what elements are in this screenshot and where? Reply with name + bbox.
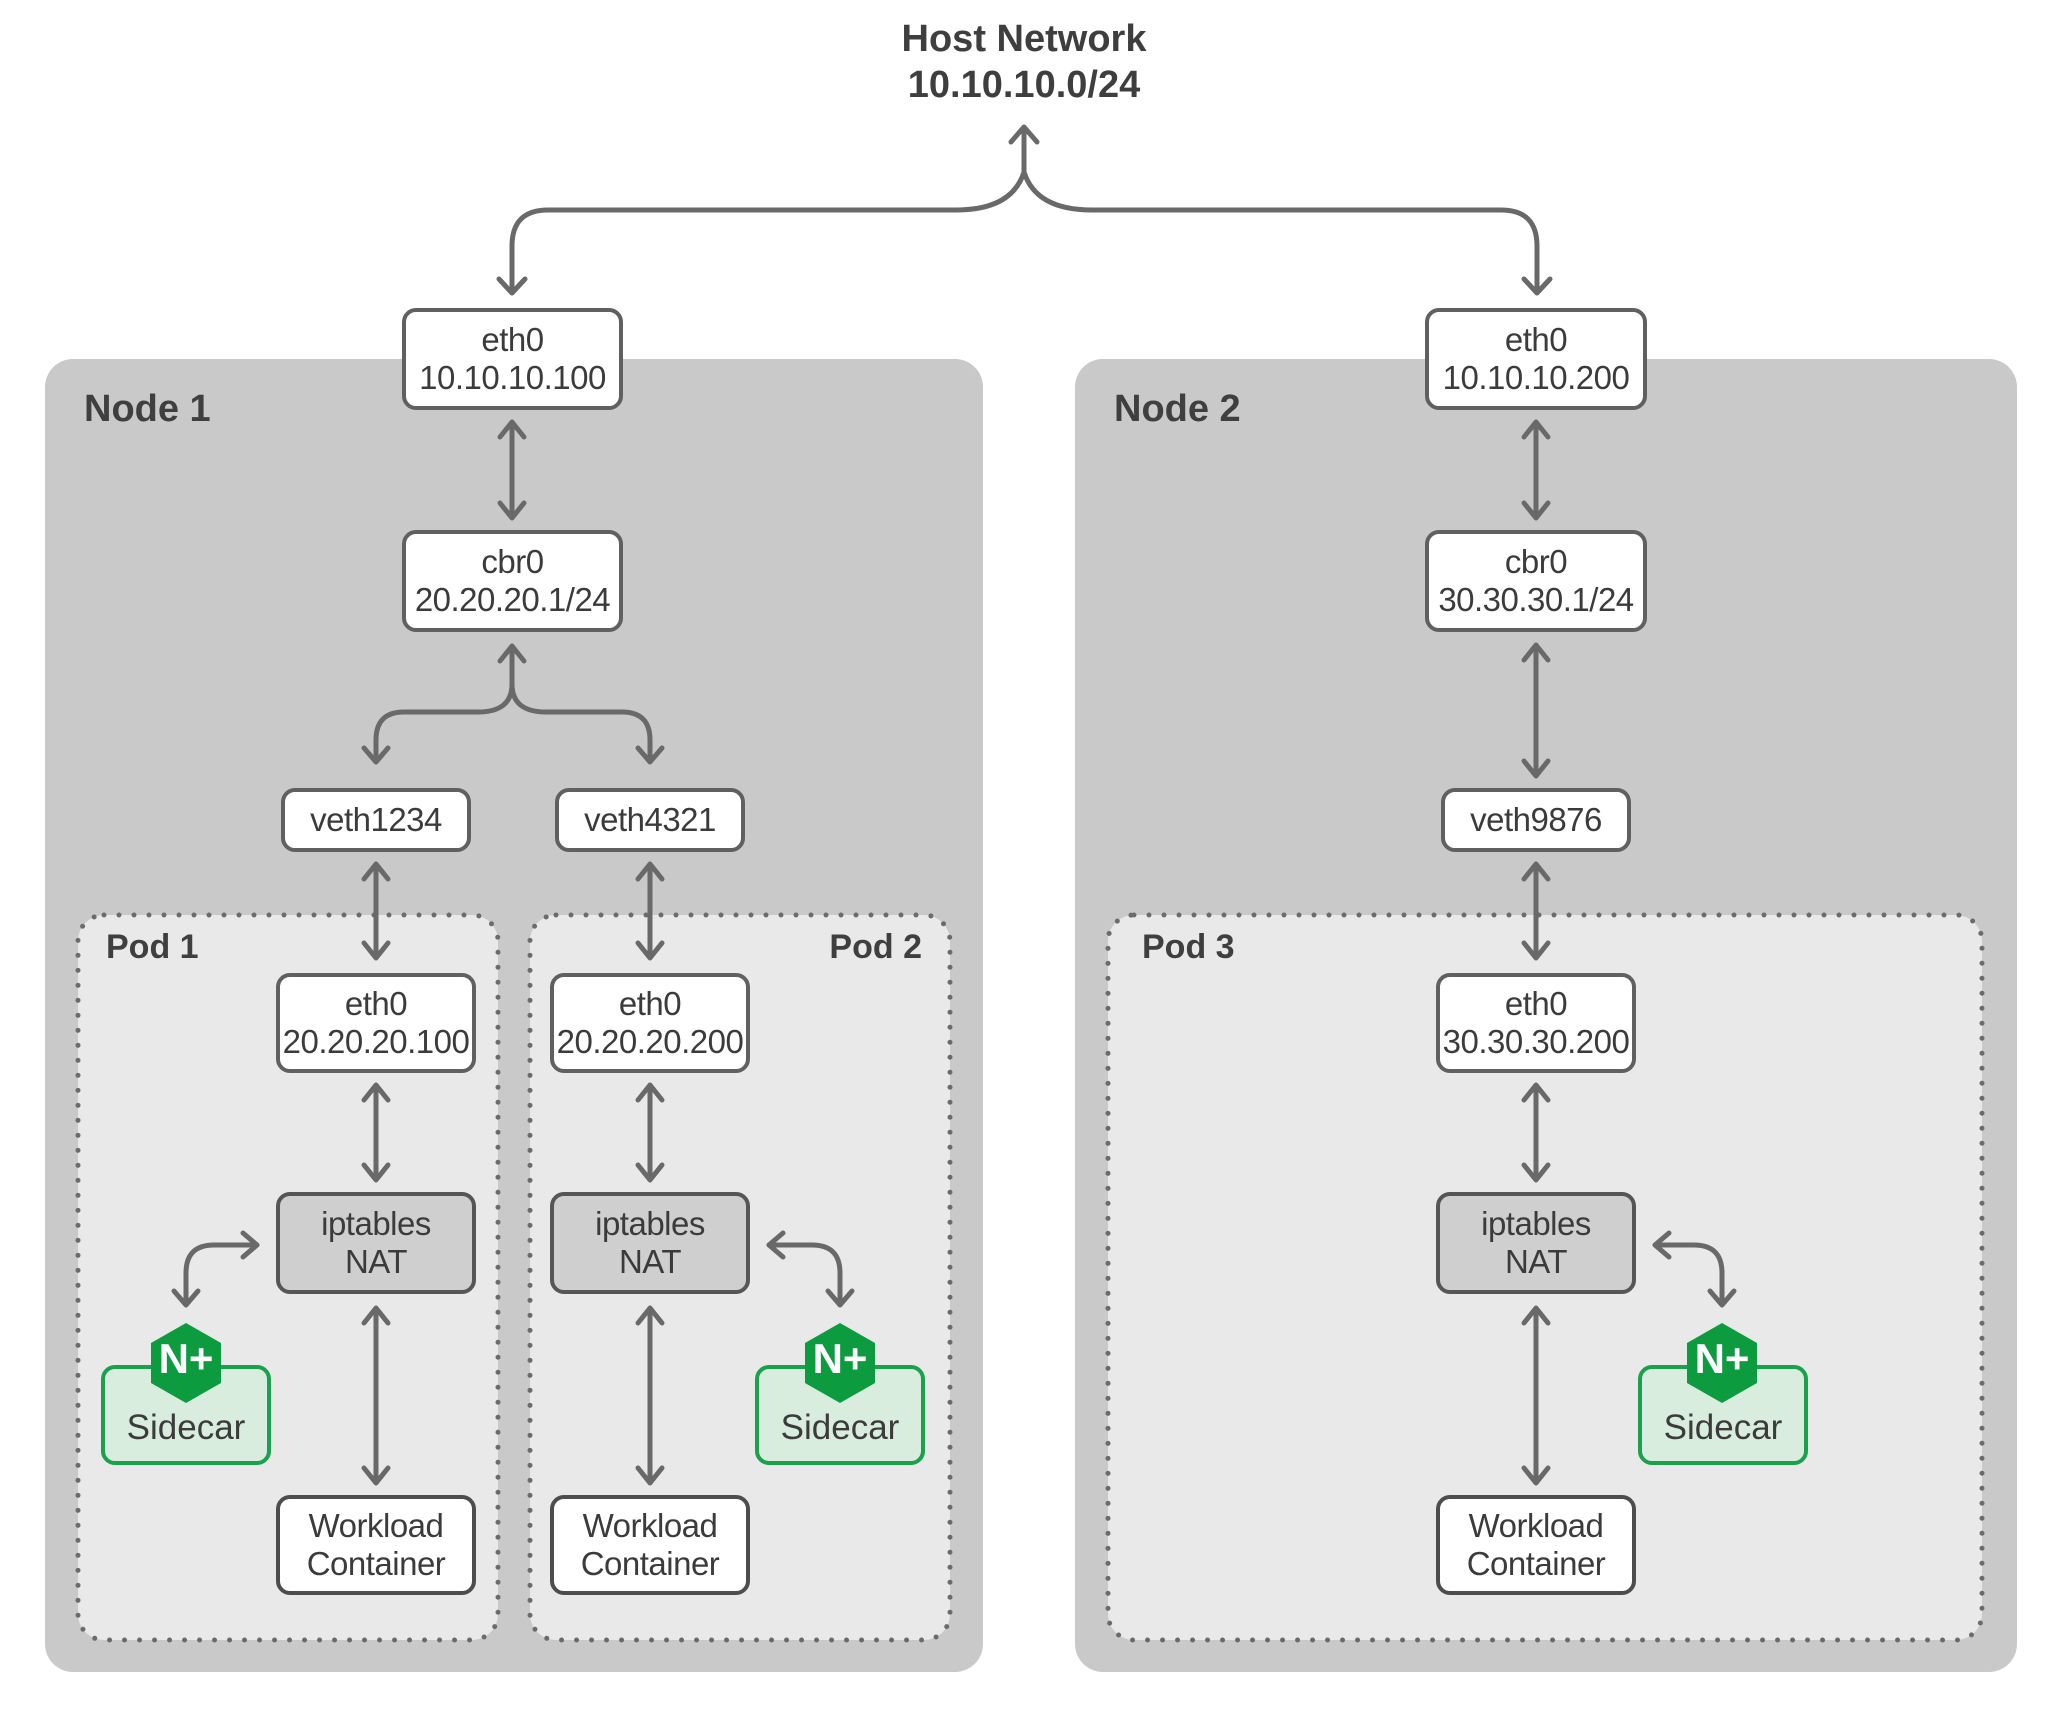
pod1-label: Pod 1 bbox=[106, 928, 199, 966]
host-network-title: Host Network 10.10.10.0/24 bbox=[774, 16, 1274, 108]
pod3-nat-line1: iptables bbox=[1481, 1205, 1591, 1242]
veth9876-box: veth9876 bbox=[1441, 788, 1631, 852]
pod1-workload-line1: Workload bbox=[308, 1507, 444, 1544]
node2-label: Node 2 bbox=[1114, 388, 1241, 430]
pod1-iptables-nat-box: iptables NAT bbox=[276, 1192, 476, 1294]
pod1-sidecar-label: Sidecar bbox=[126, 1408, 246, 1447]
pod1-workload-line2: Container bbox=[306, 1545, 446, 1582]
node1-eth0-name: eth0 bbox=[481, 321, 544, 358]
veth4321-box: veth4321 bbox=[555, 788, 745, 852]
veth4321-label: veth4321 bbox=[584, 801, 716, 838]
pod3-iptables-nat-box: iptables NAT bbox=[1436, 1192, 1636, 1294]
pod2-eth0-box: eth0 20.20.20.200 bbox=[550, 973, 750, 1073]
pod3-sidecar-label: Sidecar bbox=[1663, 1408, 1783, 1447]
veth9876-label: veth9876 bbox=[1470, 801, 1602, 838]
pod1-nat-line2: NAT bbox=[344, 1243, 408, 1280]
pod2-eth0-ip: 20.20.20.200 bbox=[556, 1023, 744, 1060]
veth1234-box: veth1234 bbox=[281, 788, 471, 852]
pod3-label: Pod 3 bbox=[1142, 928, 1235, 966]
pod1-eth0-ip: 20.20.20.100 bbox=[282, 1023, 470, 1060]
host-network-name: Host Network bbox=[901, 18, 1147, 60]
node2-cbr0-ip: 30.30.30.1/24 bbox=[1438, 581, 1634, 618]
pod2-workload-line1: Workload bbox=[582, 1507, 718, 1544]
pod3-workload-box: Workload Container bbox=[1436, 1495, 1636, 1595]
node1-cbr0-name: cbr0 bbox=[481, 543, 544, 580]
node1-eth0-box: eth0 10.10.10.100 bbox=[402, 308, 623, 410]
pod2-sidecar-label: Sidecar bbox=[780, 1408, 900, 1447]
host-network-connector bbox=[496, 124, 1553, 296]
node2-eth0-ip: 10.10.10.200 bbox=[1442, 359, 1630, 396]
node2-cbr0-name: cbr0 bbox=[1504, 543, 1568, 580]
pod1-workload-box: Workload Container bbox=[276, 1495, 476, 1595]
pod1-nat-line1: iptables bbox=[321, 1205, 431, 1242]
pod3-eth0-ip: 30.30.30.200 bbox=[1442, 1023, 1630, 1060]
pod3-eth0-box: eth0 30.30.30.200 bbox=[1436, 973, 1636, 1073]
pod1-eth0-box: eth0 20.20.20.100 bbox=[276, 973, 476, 1073]
pod3-nginx-plus-text: N+ bbox=[1694, 1335, 1750, 1382]
pod2-eth0-name: eth0 bbox=[618, 985, 682, 1022]
pod2-workload-box: Workload Container bbox=[550, 1495, 750, 1595]
node2-cbr0-box: cbr0 30.30.30.1/24 bbox=[1425, 530, 1647, 632]
host-network-cidr: 10.10.10.0/24 bbox=[907, 64, 1141, 106]
pod1-nginx-plus-text: N+ bbox=[158, 1335, 214, 1382]
pod2-workload-line2: Container bbox=[580, 1545, 720, 1582]
pod2-nat-line2: NAT bbox=[618, 1243, 682, 1280]
pod2-nginx-plus-text: N+ bbox=[812, 1335, 868, 1382]
node1-cbr0-box: cbr0 20.20.20.1/24 bbox=[402, 530, 623, 632]
pod3-nat-line2: NAT bbox=[1504, 1243, 1568, 1280]
node1-label: Node 1 bbox=[84, 388, 211, 430]
node1-eth0-ip: 10.10.10.100 bbox=[419, 359, 606, 396]
pod1-eth0-name: eth0 bbox=[344, 985, 408, 1022]
veth1234-label: veth1234 bbox=[310, 801, 442, 838]
node2-eth0-name: eth0 bbox=[1504, 321, 1568, 358]
pod3-workload-line1: Workload bbox=[1468, 1507, 1604, 1544]
pod2-iptables-nat-box: iptables NAT bbox=[550, 1192, 750, 1294]
pod2-nat-line1: iptables bbox=[595, 1205, 705, 1242]
pod2-label: Pod 2 bbox=[829, 928, 922, 966]
node2-eth0-box: eth0 10.10.10.200 bbox=[1425, 308, 1647, 410]
pod3-workload-line2: Container bbox=[1466, 1545, 1606, 1582]
pod3-eth0-name: eth0 bbox=[1504, 985, 1568, 1022]
node1-cbr0-ip: 20.20.20.1/24 bbox=[414, 581, 611, 618]
